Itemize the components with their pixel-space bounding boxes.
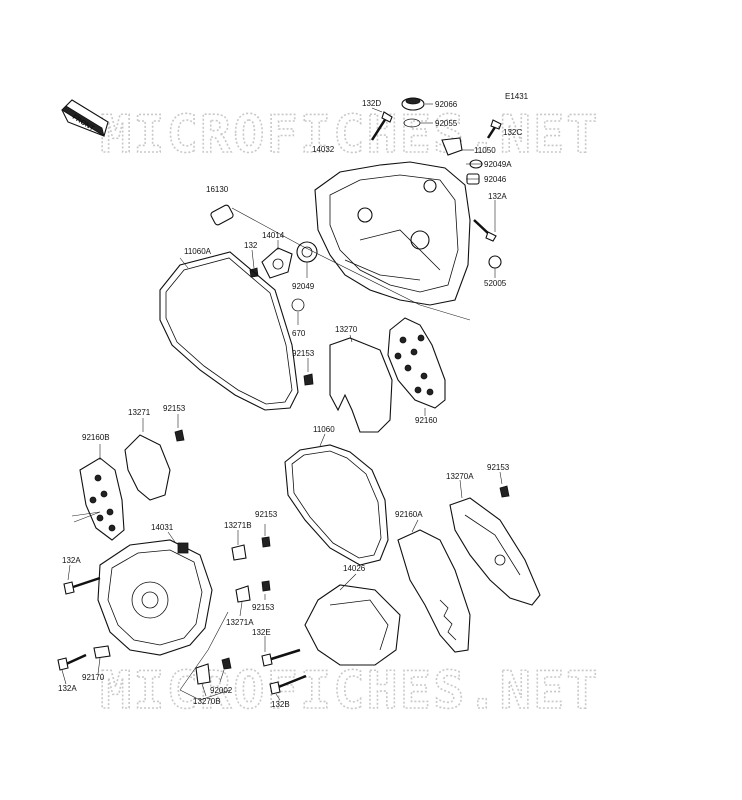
bracket-13270A xyxy=(449,497,541,606)
diagram-code: E1431 xyxy=(505,92,529,101)
bolt-132A-bottom xyxy=(57,653,87,671)
label-92170: 92170 xyxy=(82,673,105,682)
label-132A-top: 132A xyxy=(488,192,507,201)
label-11060: 11060 xyxy=(313,425,335,434)
label-92153-a: 92153 xyxy=(292,349,315,358)
fitting-16130 xyxy=(210,204,234,226)
label-132B: 132B xyxy=(271,700,290,709)
label-92160B: 92160B xyxy=(82,433,110,442)
bolt-132A-top xyxy=(473,219,497,242)
bolt-92153-d xyxy=(261,536,271,548)
plate-92160B xyxy=(79,457,125,541)
clip-13271B xyxy=(231,544,247,561)
label-132E: 132E xyxy=(252,628,271,637)
watermark-bottom: MICROFICHES.NET xyxy=(100,661,600,721)
guard-14026 xyxy=(304,584,401,666)
cover-14031 xyxy=(97,539,213,656)
part-52005 xyxy=(488,255,502,269)
shield-13271 xyxy=(124,434,171,501)
label-132C: 132C xyxy=(503,128,522,137)
label-92153-b: 92153 xyxy=(163,404,186,413)
bolt-132D xyxy=(370,111,393,141)
label-13270: 13270 xyxy=(335,325,358,334)
label-14032: 14032 xyxy=(312,145,335,154)
label-92046: 92046 xyxy=(484,175,507,184)
bolt-92153-c xyxy=(499,485,510,498)
label-92002: 92002 xyxy=(210,686,233,695)
clutch-cover-14032 xyxy=(314,161,471,306)
part-92170 xyxy=(93,645,111,659)
bracket-13270B xyxy=(195,663,211,685)
label-14026: 14026 xyxy=(343,564,366,573)
bolt-92002 xyxy=(221,657,232,670)
watermark-top: MICROFICHES.NET xyxy=(100,105,600,165)
oring-670 xyxy=(291,298,305,312)
label-92153-e: 92153 xyxy=(252,603,275,612)
label-92049: 92049 xyxy=(292,282,315,291)
gasket-11060A xyxy=(159,251,299,411)
part-labels: 132D 92066 92055 132C 14032 11050 92049A… xyxy=(58,99,522,709)
label-13271B: 13271B xyxy=(224,521,252,530)
label-92160A: 92160A xyxy=(395,510,423,519)
label-92160: 92160 xyxy=(415,416,438,425)
clip-13271A xyxy=(235,585,251,603)
label-92055: 92055 xyxy=(435,119,458,128)
label-132A-left: 132A xyxy=(62,556,81,565)
bolt-92153-b xyxy=(174,429,185,442)
label-13271A: 13271A xyxy=(226,618,254,627)
label-11050: 11050 xyxy=(474,146,496,155)
label-14014: 14014 xyxy=(262,231,285,240)
bolt-92153-e xyxy=(261,580,271,592)
label-13270B: 13270B xyxy=(193,697,221,706)
bolt-132E xyxy=(261,648,301,667)
bolt-132B xyxy=(269,674,307,695)
label-14031: 14031 xyxy=(151,523,174,532)
label-92066: 92066 xyxy=(435,100,458,109)
label-132: 132 xyxy=(244,241,258,250)
bolt-132A-left xyxy=(63,576,101,595)
gasket-11060 xyxy=(284,444,389,566)
plate-92160 xyxy=(387,317,446,409)
shield-13270 xyxy=(329,337,393,433)
label-11060A: 11060A xyxy=(184,247,212,256)
label-92153-c: 92153 xyxy=(487,463,510,472)
label-132D: 132D xyxy=(362,99,381,108)
label-670: 670 xyxy=(292,329,306,338)
leader-lines xyxy=(61,103,503,701)
plate-14014 xyxy=(261,247,293,279)
bolt-92153-a xyxy=(303,373,314,386)
plate-92160A xyxy=(397,529,471,653)
label-132A-bottom: 132A xyxy=(58,684,77,693)
label-92049A: 92049A xyxy=(484,160,512,169)
label-92153-d: 92153 xyxy=(255,510,278,519)
label-16130: 16130 xyxy=(206,185,229,194)
label-52005: 52005 xyxy=(484,279,507,288)
label-13270A: 13270A xyxy=(446,472,474,481)
label-13271: 13271 xyxy=(128,408,151,417)
